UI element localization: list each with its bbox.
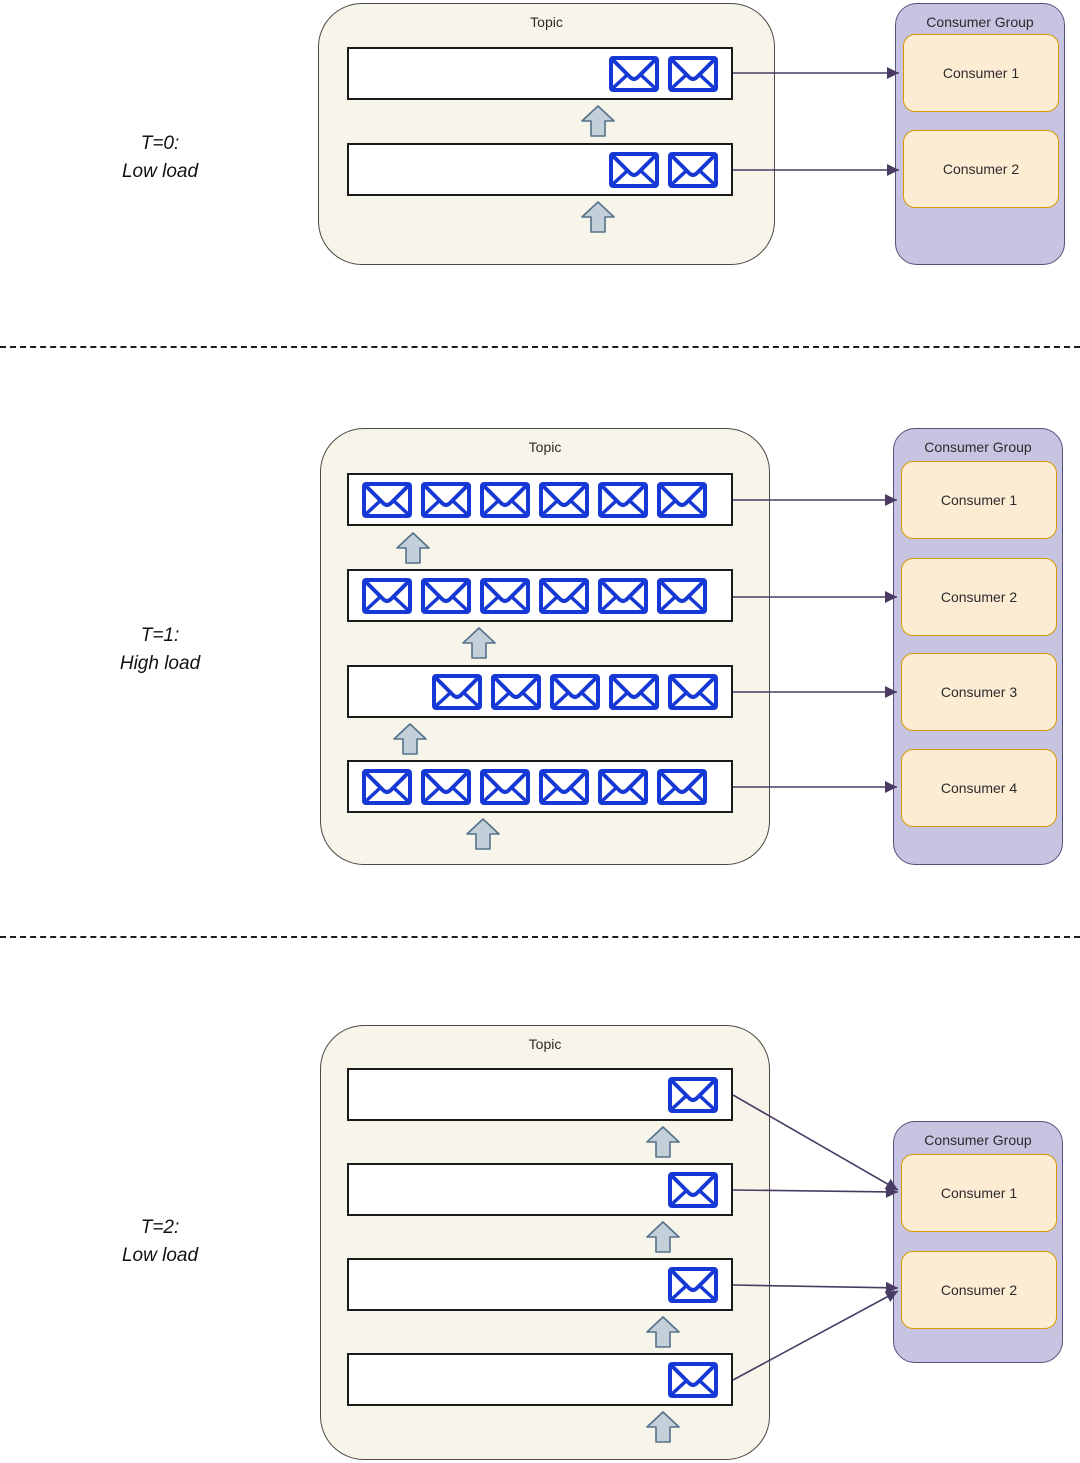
message-envelope-icon [421,768,471,805]
produce-arrow [580,104,616,143]
message-envelope-icon [657,768,707,805]
message-envelope-icon [657,577,707,614]
message-envelope-icon [362,577,412,614]
consumer-box: Consumer 1 [901,1154,1057,1232]
produce-arrow [465,817,501,856]
consumer-box: Consumer 1 [901,461,1057,539]
consumer-group-title: Consumer Group [924,439,1032,455]
up-arrow-icon [581,105,615,137]
up-arrow-icon [646,1221,680,1253]
message-envelope-icon [421,577,471,614]
message-envelope-icon [668,1171,718,1208]
message-envelope-icon [491,673,541,710]
message-envelope-icon [480,768,530,805]
up-arrow-icon [466,818,500,850]
message-envelope-icon [668,55,718,92]
consumer-group-t2: Consumer Group Consumer 1 Consumer 2 [893,1121,1063,1363]
time-label-t2: T=2: Low load [60,1214,260,1270]
message-envelope-icon [598,577,648,614]
produce-arrow [645,1410,681,1449]
up-arrow-icon [646,1411,680,1443]
partition [347,1163,733,1216]
time-label-line2: Low load [121,161,199,182]
time-label-t1: T=1: High load [60,622,260,678]
up-arrow-icon [646,1126,680,1158]
message-envelope-icon [539,768,589,805]
up-arrow-icon [646,1316,680,1348]
message-envelope-icon [598,768,648,805]
message-envelope-icon [362,481,412,518]
message-envelope-icon [609,55,659,92]
up-arrow-icon [393,723,427,755]
time-label-line2: Low load [121,1245,199,1266]
message-envelope-icon [432,673,482,710]
consumer-box: Consumer 2 [903,130,1059,208]
partition [347,665,733,718]
partition [347,47,733,100]
up-arrow-icon [396,532,430,564]
message-envelope-icon [480,577,530,614]
message-envelope-icon [609,673,659,710]
produce-arrow [392,722,428,761]
message-envelope-icon [480,481,530,518]
partition [347,1068,733,1121]
topic-container-t0: Topic [318,3,775,265]
partition [347,1258,733,1311]
message-envelope-icon [668,673,718,710]
consumer-box: Consumer 2 [901,1251,1057,1329]
consumer-box: Consumer 4 [901,749,1057,827]
message-envelope-icon [598,481,648,518]
consumer-box: Consumer 2 [901,558,1057,636]
topic-title: Topic [528,1036,562,1052]
section-divider [0,346,1080,348]
produce-arrow [645,1315,681,1354]
topic-title: Topic [528,439,562,455]
message-envelope-icon [668,151,718,188]
consumer-box: Consumer 1 [903,34,1059,112]
message-envelope-icon [421,481,471,518]
produce-arrow [580,200,616,239]
message-envelope-icon [668,1361,718,1398]
produce-arrow [395,531,431,570]
section-divider [0,936,1080,938]
time-label-line1: T=0: [140,133,180,154]
message-envelope-icon [668,1076,718,1113]
partition [347,569,733,622]
up-arrow-icon [462,627,496,659]
partition [347,473,733,526]
partition [347,1353,733,1406]
message-envelope-icon [539,481,589,518]
message-envelope-icon [657,481,707,518]
message-envelope-icon [362,768,412,805]
time-label-line2: High load [119,653,201,674]
time-label-t0: T=0: Low load [60,130,260,186]
consumer-group-title: Consumer Group [924,1132,1032,1148]
consumer-group-t0: Consumer Group Consumer 1 Consumer 2 [895,3,1065,265]
produce-arrow [645,1125,681,1164]
time-label-line1: T=2: [140,1217,180,1238]
message-envelope-icon [609,151,659,188]
time-label-line1: T=1: [140,625,180,646]
topic-title: Topic [530,14,563,30]
consumer-group-title: Consumer Group [926,14,1034,30]
partition [347,143,733,196]
consumer-group-t1: Consumer Group Consumer 1 Consumer 2 Con… [893,428,1063,865]
produce-arrow [461,626,497,665]
message-envelope-icon [550,673,600,710]
message-envelope-icon [539,577,589,614]
produce-arrow [645,1220,681,1259]
consumer-box: Consumer 3 [901,653,1057,731]
up-arrow-icon [581,201,615,233]
partition [347,760,733,813]
message-envelope-icon [668,1266,718,1303]
